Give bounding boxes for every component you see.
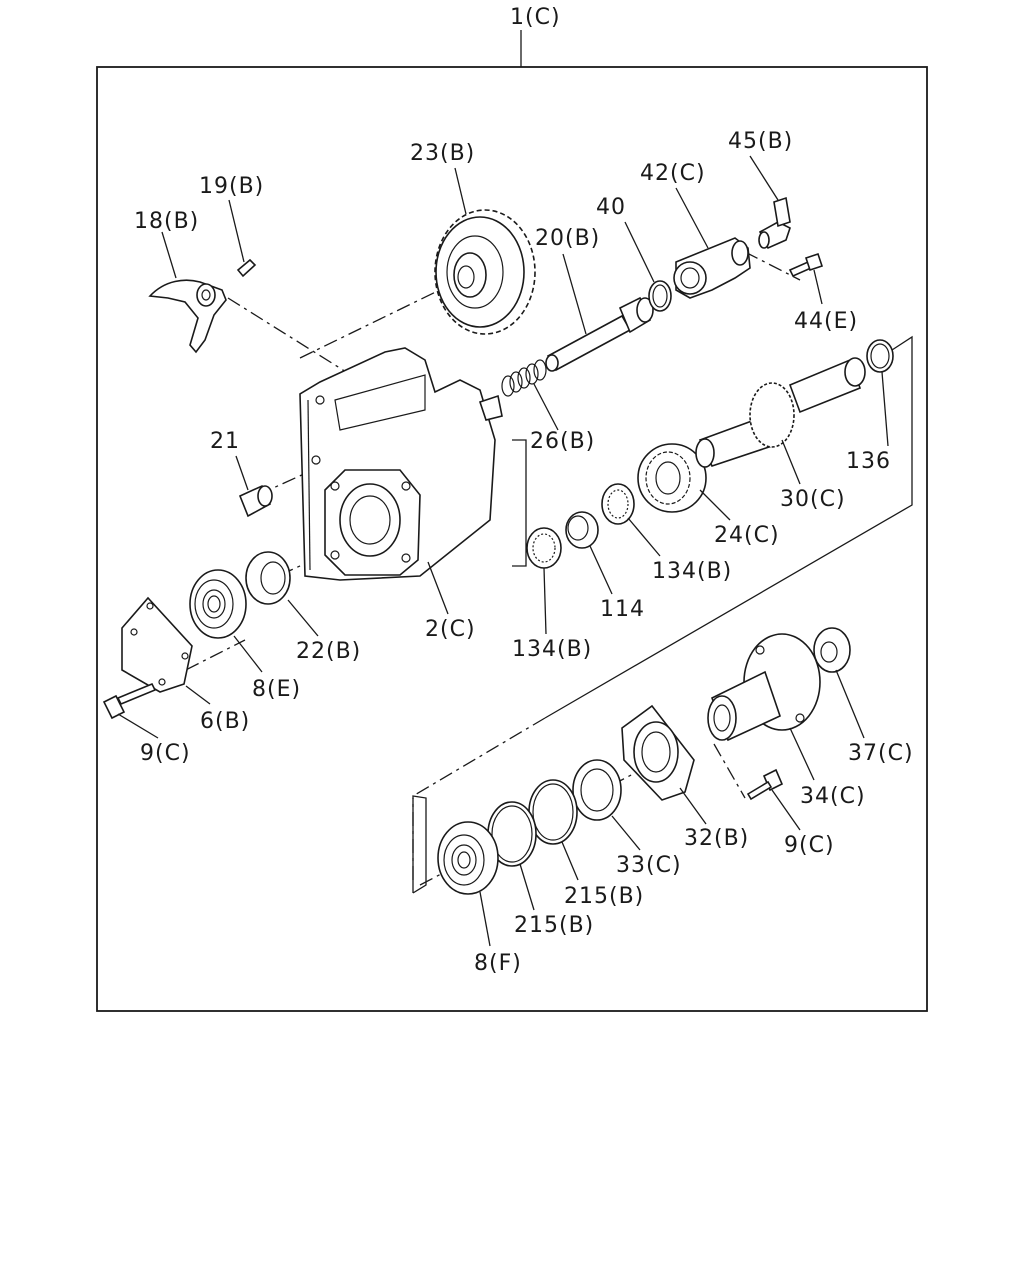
label-cover: 6(B): [200, 709, 250, 734]
label-seal: 22(B): [296, 639, 361, 664]
label-fork: 18(B): [134, 209, 199, 234]
seal-icon: [245, 551, 291, 605]
label-bearing-f: 8(F): [474, 951, 522, 976]
label-plug: 21: [210, 429, 240, 454]
label-needle-bearing-a: 134(B): [512, 637, 592, 662]
label-housing: 2(C): [425, 617, 476, 642]
label-bearing-e: 8(E): [252, 677, 301, 702]
clutch-sleeve-icon: [637, 443, 707, 513]
needle-bearing-icon: [526, 527, 562, 569]
label-snap-ring: 136: [846, 449, 891, 474]
label-shaft: 20(B): [535, 226, 600, 251]
group-brackets: [412, 335, 913, 894]
shim-icon: [487, 801, 537, 867]
label-retainer-bolt: 9(C): [784, 833, 835, 858]
label-needle-bearing-b: 134(B): [652, 559, 732, 584]
collar-icon: [565, 511, 599, 549]
leader-lines: [117, 155, 889, 947]
label-sleeve: 24(C): [714, 523, 780, 548]
gear-icon: [434, 209, 536, 335]
label-oil-seal: 33(C): [616, 853, 682, 878]
label-gear: 23(B): [410, 141, 475, 166]
label-assy: 1(C): [510, 5, 561, 30]
label-shim-a: 215(B): [564, 884, 644, 909]
diagram-frame: [96, 66, 928, 1012]
cylinder-icon: [673, 237, 751, 299]
plug-icon: [238, 484, 273, 518]
label-cylinder-bolt: 44(E): [794, 309, 858, 334]
cover-plate-icon: [121, 596, 193, 693]
label-cylinder: 42(C): [640, 161, 706, 186]
label-collar: 114: [600, 597, 645, 622]
shift-shaft-icon: [545, 296, 654, 372]
oil-seal-icon: [572, 759, 622, 821]
label-output-shaft: 30(C): [780, 487, 846, 512]
elbow-fitting-icon: [758, 196, 791, 250]
cover-bolt-icon: [102, 682, 157, 720]
bearing-retainer-icon: [621, 704, 695, 801]
label-fitting: 45(B): [728, 129, 793, 154]
shift-fork-icon: [148, 279, 227, 354]
output-shaft-icon: [695, 357, 866, 468]
label-cover-bolt: 9(C): [140, 741, 191, 766]
shim-icon: [528, 779, 578, 845]
o-ring-icon: [648, 280, 672, 312]
ball-bearing-icon: [189, 569, 247, 639]
pin-icon: [236, 258, 257, 278]
label-o-ring: 40: [596, 195, 626, 220]
snap-ring-icon: [866, 339, 894, 373]
retainer-bolt-icon: [746, 768, 784, 801]
label-spring: 26(B): [530, 429, 595, 454]
housing-icon: [299, 347, 503, 581]
flange-nut-icon: [813, 627, 851, 673]
needle-bearing-icon: [601, 483, 635, 525]
ball-bearing-icon: [437, 821, 499, 895]
label-shim-b: 215(B): [514, 913, 594, 938]
companion-flange-icon: [707, 633, 821, 742]
label-pin: 19(B): [199, 174, 264, 199]
label-nut: 37(C): [848, 741, 914, 766]
label-flange: 34(C): [800, 784, 866, 809]
bolt-icon: [788, 252, 824, 278]
label-retainer: 32(B): [684, 826, 749, 851]
spring-icon: [501, 359, 547, 397]
